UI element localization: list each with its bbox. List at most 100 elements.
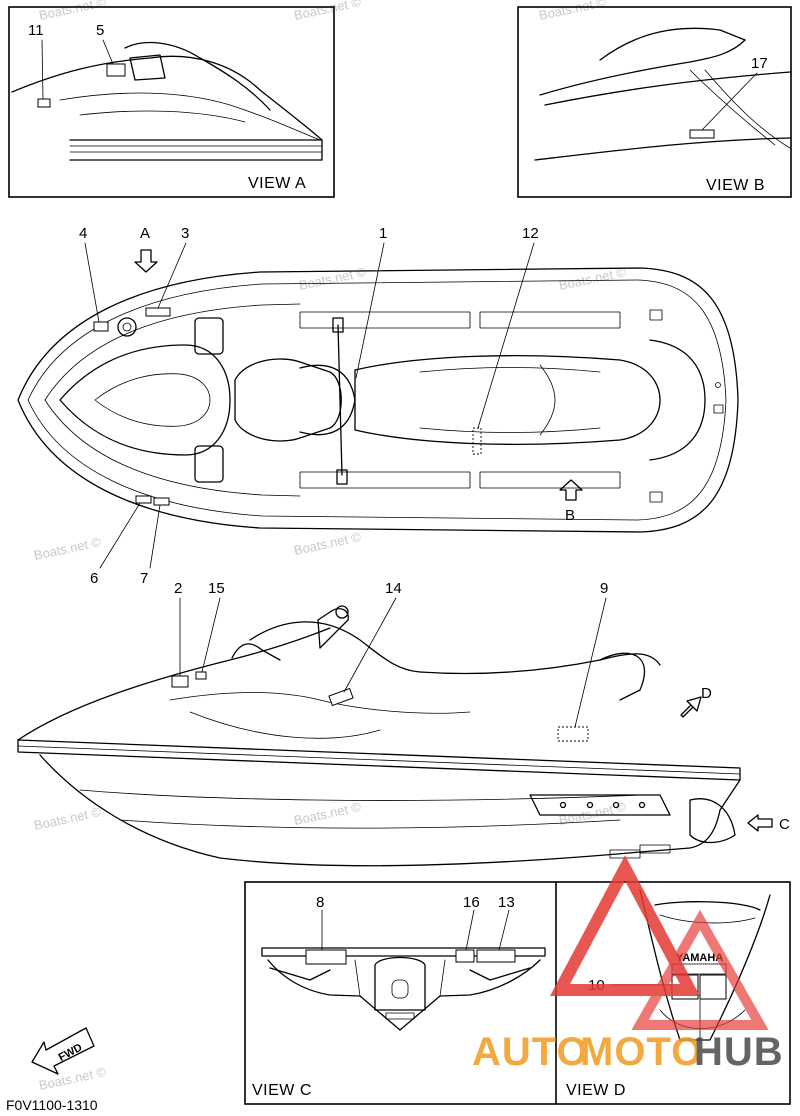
top-bow-stripe bbox=[44, 303, 301, 401]
callout-2: 2 bbox=[174, 580, 182, 597]
top-handlebar bbox=[337, 324, 343, 476]
side-intake-panel bbox=[529, 794, 671, 816]
side-seat-back bbox=[599, 652, 646, 701]
view-a-frame bbox=[8, 6, 335, 198]
top-bow-hood bbox=[59, 344, 231, 456]
view-b-seat-top bbox=[599, 27, 746, 61]
top-footwell-lower-2 bbox=[479, 471, 621, 489]
view-b-panel: 17 VIEW B bbox=[517, 6, 792, 198]
label-13-sticker bbox=[476, 949, 516, 963]
logo-triangle-small bbox=[631, 909, 769, 1030]
direction-letter-c: C bbox=[779, 816, 790, 833]
logo-triangle-large bbox=[550, 855, 700, 996]
label-16-sticker bbox=[455, 949, 475, 963]
view-a-gunwale bbox=[69, 139, 323, 161]
arrow-up-icon bbox=[559, 479, 583, 501]
leader-5 bbox=[102, 39, 114, 65]
view-a-windscreen bbox=[129, 54, 166, 81]
watermark: Boats.net © bbox=[38, 1064, 108, 1093]
leader-17 bbox=[701, 72, 758, 131]
side-hull bbox=[39, 754, 741, 867]
side-ride-plate bbox=[639, 844, 671, 854]
top-stern-deck bbox=[649, 339, 706, 461]
view-a-console bbox=[124, 41, 271, 111]
callout-1: 1 bbox=[379, 225, 387, 242]
callout-17: 17 bbox=[751, 55, 768, 72]
top-view: 4 3 1 12 6 7 A B bbox=[17, 225, 739, 587]
view-c-sponsons bbox=[354, 959, 446, 997]
top-grip-right bbox=[336, 469, 348, 485]
view-d-deck-top bbox=[654, 901, 761, 911]
callout-16: 16 bbox=[463, 894, 480, 911]
side-vent bbox=[638, 801, 646, 809]
watermark: Boats.net © bbox=[38, 0, 108, 23]
top-bow-hood-inner bbox=[94, 373, 211, 427]
top-seat bbox=[354, 355, 661, 445]
top-stern-eye bbox=[715, 382, 721, 388]
fwd-label: FWD bbox=[57, 1042, 85, 1064]
leader-4 bbox=[84, 242, 100, 323]
label-15-sticker bbox=[195, 671, 207, 680]
top-bow-stripe-lower bbox=[44, 399, 301, 497]
view-d-brand-text: YAMAHA bbox=[676, 952, 723, 964]
view-a-side-curve-2 bbox=[79, 110, 246, 123]
top-cap-inner bbox=[122, 322, 132, 332]
leader-9 bbox=[574, 597, 607, 728]
leader-16 bbox=[465, 909, 475, 951]
callout-11: 11 bbox=[28, 22, 44, 39]
view-b-seat-line bbox=[539, 39, 746, 96]
watermark: Boats.net © bbox=[33, 534, 103, 563]
label-10-sticker-b bbox=[699, 974, 727, 1000]
leader-6 bbox=[99, 502, 141, 569]
top-console bbox=[234, 358, 342, 442]
automotohub-logo: AUTO MOTO HUB bbox=[472, 855, 784, 1074]
callout-7: 7 bbox=[140, 570, 148, 587]
view-b-frame bbox=[517, 6, 792, 198]
view-d-label: VIEW D bbox=[566, 1082, 626, 1099]
top-cleat-lower bbox=[649, 491, 663, 503]
top-cap bbox=[117, 317, 137, 337]
arrow-down-icon bbox=[134, 249, 158, 273]
view-c-nozzle bbox=[374, 956, 426, 1011]
top-seat-seam-3 bbox=[539, 364, 556, 436]
leader-15 bbox=[201, 597, 221, 673]
leader-12 bbox=[477, 242, 535, 429]
logo-text-moto: MOTO bbox=[580, 1030, 703, 1074]
label-6-sticker bbox=[135, 495, 152, 504]
part-code: F0V1100-1310 bbox=[6, 1097, 98, 1113]
view-d-deck-line bbox=[659, 914, 756, 924]
watermark: Boats.net © bbox=[538, 0, 608, 23]
top-grip-left bbox=[332, 317, 344, 333]
callout-13: 13 bbox=[498, 894, 515, 911]
side-handlebar bbox=[317, 608, 349, 649]
callout-14: 14 bbox=[385, 580, 402, 597]
watermark: Boats.net © bbox=[33, 804, 103, 833]
top-hull-inner bbox=[27, 279, 727, 521]
top-seat-seam-2 bbox=[419, 427, 601, 433]
side-body-curve bbox=[189, 711, 381, 739]
logo-text-hub: HUB bbox=[694, 1030, 784, 1074]
label-3-sticker bbox=[145, 307, 171, 317]
callout-9: 9 bbox=[600, 580, 608, 597]
watermark: Boats.net © bbox=[293, 0, 363, 23]
side-vent bbox=[612, 801, 620, 809]
top-hull-outline bbox=[17, 267, 739, 533]
watermark: Boats.net © bbox=[298, 264, 368, 293]
label-5-sticker bbox=[106, 63, 126, 77]
side-jet-nozzle bbox=[689, 798, 736, 844]
side-windscreen bbox=[231, 643, 281, 661]
view-b-gunwale bbox=[534, 137, 791, 161]
side-deck-curve bbox=[169, 692, 471, 714]
view-c-platform bbox=[269, 967, 531, 981]
callout-15: 15 bbox=[208, 580, 225, 597]
view-d-hull-outline bbox=[639, 889, 771, 1041]
callout-8: 8 bbox=[316, 894, 324, 911]
view-a-panel: 11 5 VIEW A bbox=[8, 6, 335, 198]
side-console-seat bbox=[249, 621, 661, 675]
view-a-label: VIEW A bbox=[248, 175, 306, 192]
top-handlebar-pod bbox=[299, 364, 356, 436]
leader-11 bbox=[41, 39, 44, 100]
label-14-sticker bbox=[328, 687, 354, 707]
callout-6: 6 bbox=[90, 570, 98, 587]
